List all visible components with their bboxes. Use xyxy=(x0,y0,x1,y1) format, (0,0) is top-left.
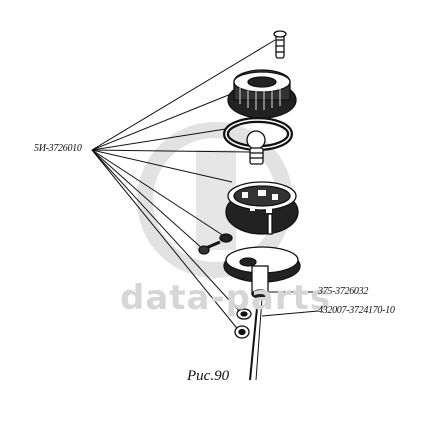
screw xyxy=(273,30,287,59)
figure-caption: Рис.90 xyxy=(187,368,230,384)
part-label-right-upper: 375-3726032 xyxy=(318,286,369,297)
watermark-text: data-parts xyxy=(120,278,332,318)
part-label-right-lower: 432007-3724170-10 xyxy=(318,305,395,316)
bottom-nuts xyxy=(234,308,252,339)
lamp-socket xyxy=(225,181,299,235)
lamp-base xyxy=(223,246,301,381)
lamp-bulb xyxy=(246,130,266,165)
small-bolt xyxy=(198,233,233,255)
part-label-left: 5И-3726010 xyxy=(34,143,82,154)
ribbed-cap xyxy=(227,69,297,119)
leader-lines xyxy=(91,39,319,333)
